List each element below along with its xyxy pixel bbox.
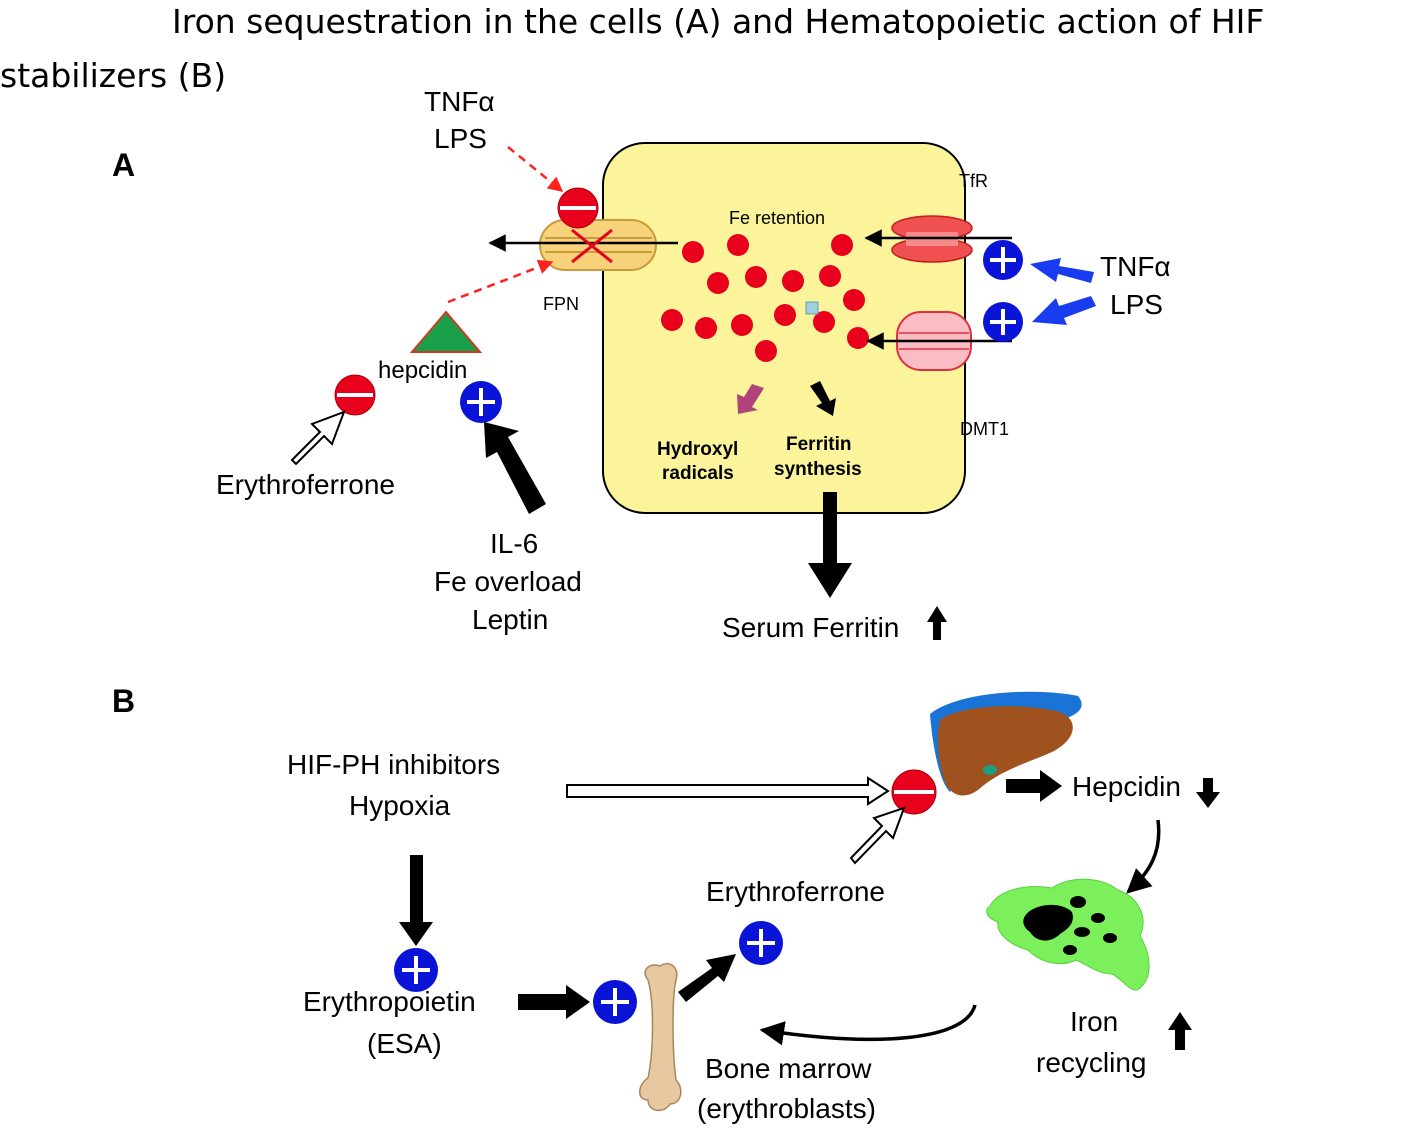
bone-icon	[639, 962, 682, 1112]
bone-to-erythroferrone-arrow	[678, 954, 736, 1002]
macrophage-icon	[986, 878, 1150, 991]
hydroxyl-label-2: radicals	[662, 463, 734, 484]
serum-ferritin-label: Serum Ferritin	[722, 612, 899, 643]
small-marker-icon	[805, 301, 819, 315]
hepcidin-activate-plus-icon	[460, 381, 502, 423]
recycling-label: recycling	[1036, 1047, 1146, 1078]
iron-dots	[661, 234, 869, 362]
erythroferrone-activate-plus-icon	[739, 921, 783, 965]
bone-activate-plus-icon	[593, 980, 637, 1024]
blue-arrow-to-tfr	[1030, 258, 1094, 283]
hydroxyl-arrow-icon	[737, 384, 764, 414]
epo-activate-plus-icon	[394, 948, 438, 992]
leptin-label: Leptin	[472, 604, 548, 635]
lps-right-label: LPS	[1110, 289, 1163, 320]
hif-to-liver-hollow-arrow	[566, 776, 890, 806]
liver-icon	[930, 691, 1082, 796]
erythropoietin-label: Erythropoietin	[303, 986, 476, 1017]
erythroblasts-label: (erythroblasts)	[697, 1093, 876, 1124]
fpn-label: FPN	[543, 294, 579, 314]
tnf-alpha-right-label: TNFα	[1100, 251, 1171, 282]
bone-marrow-label: Bone marrow	[705, 1053, 872, 1084]
hepcidin-triangle-icon	[409, 310, 483, 353]
iron-recycling-up-icon	[1168, 1012, 1192, 1050]
macrophage-to-bone-curve	[759, 1004, 977, 1046]
title-line-2: stabilizers (B)	[0, 56, 227, 95]
erythroferrone-a-label: Erythroferrone	[216, 469, 395, 500]
liver-inhibit-minus-icon	[891, 769, 937, 815]
ferritin-label-2: synthesis	[774, 459, 862, 480]
hepcidin-b-label: Hepcidin	[1072, 771, 1181, 802]
hepcidin-label: hepcidin	[378, 357, 467, 384]
dmt1-activate-plus-icon	[983, 302, 1023, 342]
il6-thick-arrow	[484, 422, 546, 514]
erythroferrone-hollow-arrow	[290, 410, 346, 466]
hepcidin-to-macrophage-curve	[1126, 819, 1161, 894]
lps-top-label: LPS	[434, 123, 487, 154]
esa-label: (ESA)	[367, 1028, 442, 1059]
hif-to-epo-down-arrow	[399, 855, 433, 946]
hepcidin-down-icon	[1196, 778, 1220, 808]
dmt1-label: DMT1	[960, 419, 1009, 439]
erythroferrone-minus-icon	[334, 374, 376, 416]
tfr-transporter	[891, 215, 973, 263]
fe-overload-label: Fe overload	[434, 566, 582, 597]
hif-ph-label: HIF-PH inhibitors	[287, 749, 500, 780]
liver-to-hepcidin-arrow	[1006, 770, 1062, 802]
block-x-icon	[571, 228, 613, 264]
il6-label: IL-6	[490, 528, 538, 559]
serum-ferritin-up-icon	[927, 606, 947, 640]
tnf-alpha-top-label: TNFα	[424, 86, 495, 117]
ferritin-arrow-icon	[810, 381, 836, 416]
fe-retention-label: Fe retention	[729, 208, 825, 228]
tfr-activate-plus-icon	[983, 240, 1023, 280]
epo-to-bone-arrow	[518, 985, 590, 1019]
erythroferrone-b-label: Erythroferrone	[706, 876, 885, 907]
serum-ferritin-down-arrow	[808, 492, 852, 598]
inhibit-minus-icon	[557, 187, 599, 229]
title-line-1: Iron sequestration in the cells (A) and …	[172, 2, 1265, 41]
iron-label: Iron	[1070, 1006, 1118, 1037]
tfr-label: TfR	[959, 171, 988, 191]
ferritin-label-1: Ferritin	[786, 434, 851, 455]
hypoxia-label: Hypoxia	[349, 790, 451, 821]
hepcidin-dashed-arrow	[447, 259, 554, 304]
blue-arrow-to-dmt1	[1032, 296, 1096, 325]
tnf-inhibit-dashed-arrow	[507, 146, 564, 192]
panel-a-label: A	[112, 147, 135, 183]
hydroxyl-label-1: Hydroxyl	[657, 439, 738, 460]
panel-b-label: B	[112, 683, 135, 719]
erythroferrone-b-hollow-arrow	[849, 806, 906, 865]
ferroportin-transporter	[539, 219, 657, 271]
